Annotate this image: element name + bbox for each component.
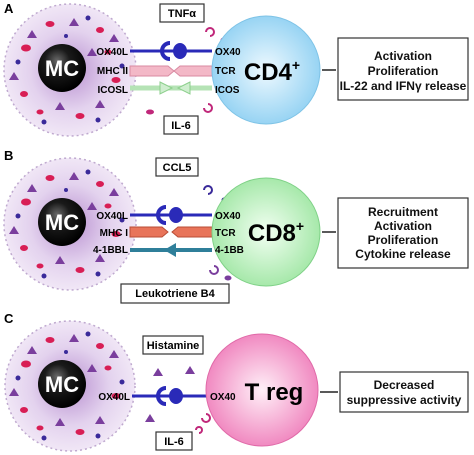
cytokine-label: CCL5 [163, 162, 192, 174]
outcome-line: Proliferation [368, 233, 439, 247]
cytokine-label: IL-6 [171, 120, 191, 132]
cd4-t-cell: CD4+ [211, 15, 321, 125]
panel-c: C MC OX40L Histamine IL-6 T reg OX40 [4, 311, 469, 452]
cytokine-box [163, 115, 199, 135]
ligand-label: 4-1BBL [93, 245, 128, 256]
mast-cell: MC [3, 3, 137, 137]
mast-cell: MC [4, 320, 136, 452]
panel-a: A MC OX40L MHC II ICOSL [3, 1, 469, 137]
receptor-label: OX40 [215, 47, 241, 58]
icos-interaction [130, 81, 212, 95]
cytokine-box [155, 431, 193, 451]
t-cell-label: T reg [245, 379, 304, 406]
ligand-label: OX40L [98, 392, 130, 403]
cytokine-box [120, 283, 230, 304]
outcome-box [337, 197, 469, 269]
receptor-label: OX40 [215, 211, 241, 222]
mhc-tcr-interaction [129, 226, 213, 238]
cytokine-label: IL-6 [164, 436, 184, 448]
outcome-line: IL-22 and IFNγ release [340, 79, 467, 93]
outcome-line: Decreased [374, 378, 435, 392]
panel-b: B MC OX40L MHC I 4-1BBL CCL5 Leukotriene… [3, 148, 469, 304]
outcome-line: Activation [374, 219, 432, 233]
panel-letter: A [4, 1, 14, 16]
ligand-label: MHC I [100, 228, 129, 239]
t-cell-label: CD8+ [248, 218, 304, 247]
cytokine-box [142, 335, 204, 355]
receptor-label: TCR [215, 66, 236, 77]
outcome-line: Cytokine release [355, 247, 451, 261]
mast-cell-label: MC [45, 372, 79, 397]
ligand-label: MHC II [97, 66, 128, 77]
ox40-interaction [130, 205, 212, 225]
treg-cell: T reg [205, 333, 319, 447]
receptor-label: TCR [215, 228, 236, 239]
outcome-line: Activation [374, 49, 432, 63]
receptor-label: 4-1BB [215, 245, 244, 256]
mhc-tcr-interaction [129, 65, 213, 77]
receptor-label: OX40 [210, 392, 236, 403]
cytokine-box [159, 3, 205, 23]
cd8-t-cell: CD8+ [211, 177, 321, 287]
ligand-label: ICOSL [97, 85, 128, 96]
cytokine-label: Histamine [147, 340, 200, 352]
outcome-line: Recruitment [368, 205, 438, 219]
4-1bb-interaction [130, 243, 212, 257]
cytokine-box [155, 157, 199, 177]
outcome-box [337, 37, 469, 101]
outcome-line: suppressive activity [347, 393, 462, 407]
ligand-label: OX40L [96, 47, 128, 58]
panel-letter: B [4, 148, 13, 163]
t-cell-label: CD4+ [244, 57, 300, 86]
cytokine-label: Leukotriene B4 [135, 288, 215, 300]
outcome-box [339, 371, 469, 413]
mast-cell-label: MC [45, 210, 79, 235]
ligand-label: OX40L [96, 211, 128, 222]
outcome-line: Proliferation [368, 64, 439, 78]
mast-cell-label: MC [45, 56, 79, 81]
panel-letter: C [4, 311, 14, 326]
cytokine-label: TNFα [168, 8, 196, 20]
receptor-label: ICOS [215, 85, 240, 96]
ox40-interaction [132, 386, 210, 406]
mast-cell: MC [3, 157, 137, 291]
ox40-interaction [130, 41, 212, 61]
